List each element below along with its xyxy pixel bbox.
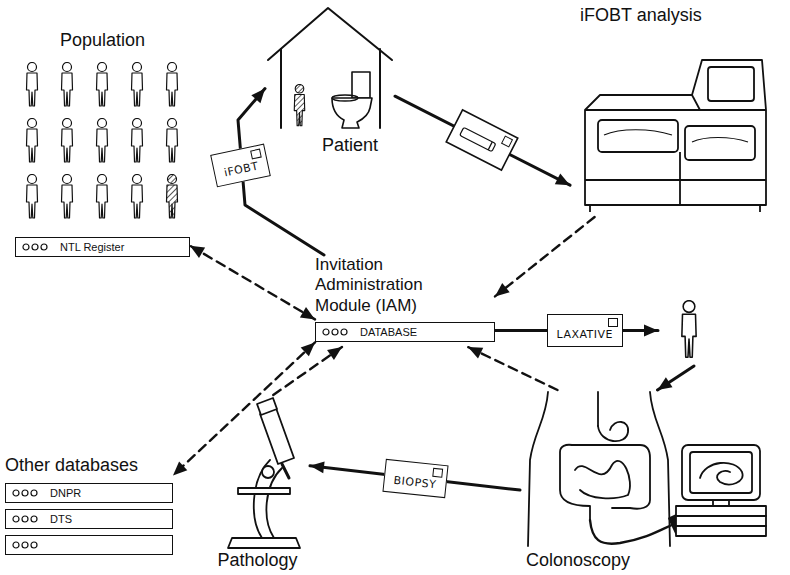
dot bbox=[22, 542, 28, 548]
arrow-head bbox=[301, 342, 315, 356]
database-group: Other databasesDNPR DTS bbox=[5, 455, 173, 557]
population-figures bbox=[27, 63, 178, 219]
node-title: Invitation Administration Module (IAM) bbox=[315, 255, 465, 316]
database-bar bbox=[5, 535, 173, 555]
arrow-head bbox=[644, 324, 658, 336]
envelope-label: LAXATIVE bbox=[547, 314, 624, 347]
record-dots bbox=[12, 541, 38, 549]
dot bbox=[13, 490, 19, 496]
arrow-head bbox=[468, 347, 483, 358]
record-dots bbox=[12, 515, 38, 523]
connector bbox=[495, 217, 595, 296]
record-dots bbox=[12, 489, 38, 497]
solid-line bbox=[395, 96, 570, 185]
pathology-lab: Pathology bbox=[205, 395, 310, 572]
dot bbox=[41, 244, 47, 250]
record-dots bbox=[322, 328, 348, 336]
dot bbox=[23, 244, 29, 250]
record-dots bbox=[22, 243, 48, 251]
population-group: PopulationNTL Register bbox=[15, 30, 190, 257]
database-bar: DNPR bbox=[5, 483, 173, 503]
patient-home: Patient bbox=[265, 5, 395, 157]
dot bbox=[13, 516, 19, 522]
arrow-head bbox=[310, 461, 325, 473]
dot bbox=[22, 490, 28, 496]
arrow-head bbox=[555, 174, 570, 186]
record-label: DNPR bbox=[50, 487, 81, 499]
analyser-drawing bbox=[585, 60, 766, 212]
node-title: Colonoscopy bbox=[526, 550, 770, 572]
dashed-line bbox=[173, 342, 315, 475]
arrow-head bbox=[251, 89, 265, 104]
node-title: Pathology bbox=[205, 550, 310, 572]
node-title: Population bbox=[15, 30, 190, 52]
arrow-head bbox=[495, 283, 510, 296]
colonoscopy-unit: Colonoscopy bbox=[520, 390, 770, 572]
dot bbox=[22, 516, 28, 522]
person-figure bbox=[682, 301, 696, 358]
dot bbox=[31, 542, 37, 548]
dot bbox=[31, 490, 37, 496]
dashed-line bbox=[190, 246, 315, 320]
node-title: Patient bbox=[305, 135, 395, 157]
dashed-line bbox=[495, 217, 595, 296]
arrow-head bbox=[658, 377, 673, 390]
dot bbox=[323, 329, 329, 335]
connector bbox=[190, 246, 315, 320]
arrow-head bbox=[327, 347, 342, 360]
dot bbox=[13, 542, 19, 548]
record-label: DATABASE bbox=[360, 326, 417, 338]
connector bbox=[173, 342, 315, 475]
envelope-label: iFOBT bbox=[210, 143, 270, 187]
dot bbox=[31, 516, 37, 522]
dashed-line bbox=[468, 347, 558, 390]
connector bbox=[395, 96, 570, 185]
arrow-head bbox=[173, 461, 187, 475]
record-label: DTS bbox=[50, 513, 72, 525]
arrow-head bbox=[300, 307, 315, 319]
house-drawing bbox=[268, 8, 392, 128]
envelope-label: BIOPSY bbox=[382, 458, 448, 497]
database-bar: DTS bbox=[5, 509, 173, 529]
database-bar: DATABASE bbox=[315, 322, 495, 342]
dot bbox=[341, 329, 347, 335]
dot bbox=[332, 329, 338, 335]
record-label: NTL Register bbox=[60, 241, 124, 253]
microscope-drawing bbox=[228, 398, 300, 548]
iam-module: Invitation Administration Module (IAM) DA… bbox=[315, 255, 495, 347]
dot bbox=[32, 244, 38, 250]
colonoscopy-drawing bbox=[528, 392, 766, 546]
node-title: Other databases bbox=[5, 455, 173, 477]
analysis-lab: iFOBT analysis bbox=[570, 5, 775, 217]
arrow-head bbox=[190, 246, 205, 258]
patient-figure bbox=[294, 84, 304, 125]
connector bbox=[468, 347, 558, 390]
node-title: iFOBT analysis bbox=[580, 5, 775, 27]
database-bar: NTL Register bbox=[15, 237, 190, 257]
